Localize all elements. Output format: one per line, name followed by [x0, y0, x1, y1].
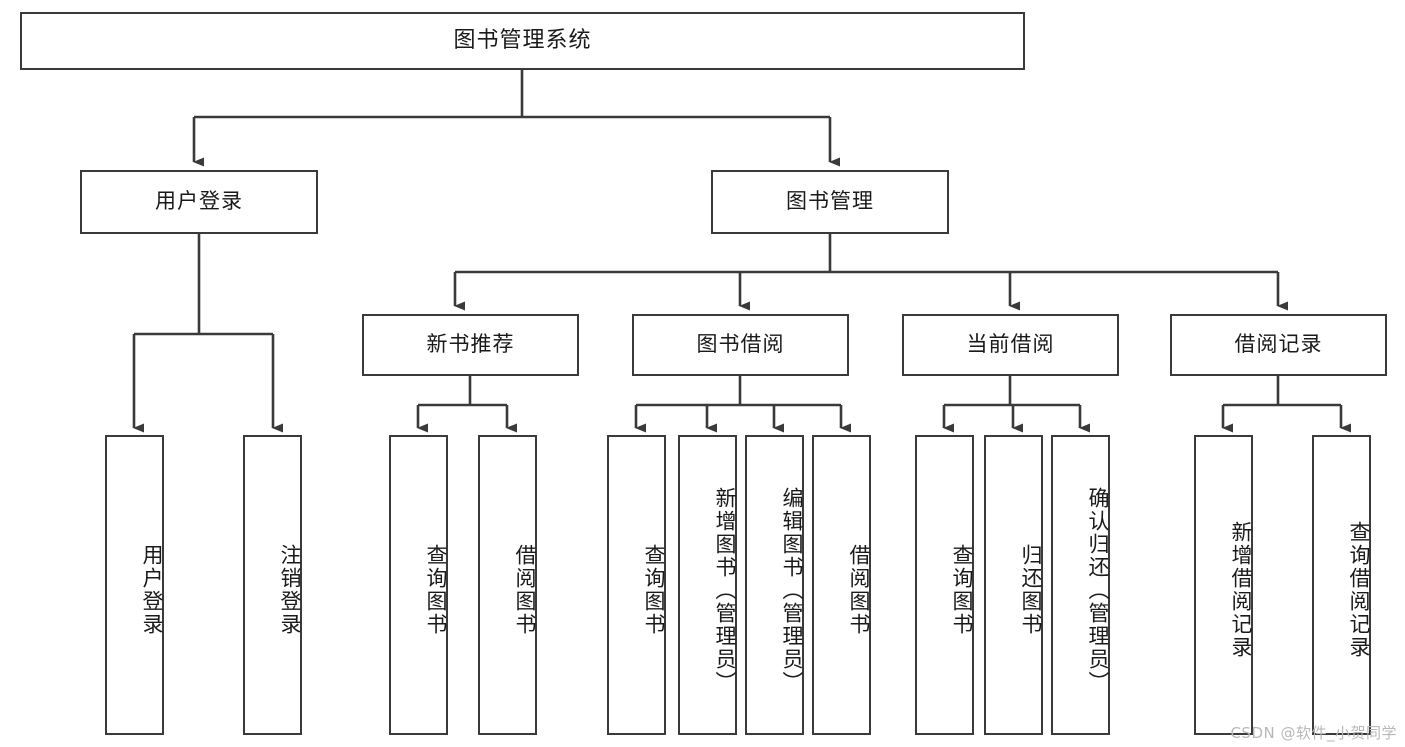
node-label: 新增借阅记录 [1229, 521, 1253, 659]
node-label: 确认归还（管理员） [1086, 486, 1110, 694]
node-leaf-borrow-book-2[interactable]: 借阅图书 [812, 435, 871, 735]
node-leaf-edit-book[interactable]: 编辑图书（管理员） [745, 435, 804, 735]
node-leaf-query-record[interactable]: 查询借阅记录 [1312, 435, 1371, 735]
node-label: 查询图书 [424, 544, 448, 636]
node-label: 图书管理 [786, 189, 874, 214]
node-label: 借阅记录 [1234, 332, 1323, 357]
node-label: 借阅图书 [847, 544, 871, 636]
node-leaf-borrow-book-1[interactable]: 借阅图书 [478, 435, 537, 735]
node-leaf-add-book[interactable]: 新增图书（管理员） [678, 435, 737, 735]
node-label: 用户登录 [140, 544, 164, 636]
node-label: 注销登录 [278, 544, 302, 636]
node-label: 新书推荐 [426, 332, 515, 357]
node-label: 查询借阅记录 [1347, 521, 1371, 659]
node-label: 编辑图书（管理员） [780, 486, 804, 694]
watermark-csdn: CSDN @软件_小贺同学 [1230, 724, 1397, 742]
node-leaf-user-login[interactable]: 用户登录 [105, 435, 164, 735]
node-label: 图书借阅 [696, 332, 785, 357]
node-label: 归还图书 [1019, 544, 1043, 636]
node-leaf-query-book-2[interactable]: 查询图书 [607, 435, 666, 735]
node-root-book-management-system[interactable]: 图书管理系统 [20, 12, 1025, 70]
node-label: 用户登录 [155, 189, 243, 214]
node-leaf-user-logout[interactable]: 注销登录 [243, 435, 302, 735]
node-label: 当前借阅 [966, 332, 1055, 357]
node-leaf-query-book-1[interactable]: 查询图书 [389, 435, 448, 735]
node-borrow-record[interactable]: 借阅记录 [1170, 314, 1387, 376]
node-book-manage[interactable]: 图书管理 [711, 170, 949, 234]
node-label: 查询图书 [950, 544, 974, 636]
node-label: 查询图书 [642, 544, 666, 636]
node-leaf-query-book-3[interactable]: 查询图书 [915, 435, 974, 735]
node-leaf-return-book[interactable]: 归还图书 [984, 435, 1043, 735]
node-leaf-add-record[interactable]: 新增借阅记录 [1194, 435, 1253, 735]
node-label: 新增图书（管理员） [713, 486, 737, 694]
node-book-borrow[interactable]: 图书借阅 [632, 314, 849, 376]
node-current-borrow[interactable]: 当前借阅 [902, 314, 1119, 376]
node-new-book-recommend[interactable]: 新书推荐 [362, 314, 579, 376]
node-user-login[interactable]: 用户登录 [80, 170, 318, 234]
node-label: 借阅图书 [513, 544, 537, 636]
node-label: 图书管理系统 [453, 27, 592, 53]
node-leaf-confirm-return[interactable]: 确认归还（管理员） [1051, 435, 1110, 735]
